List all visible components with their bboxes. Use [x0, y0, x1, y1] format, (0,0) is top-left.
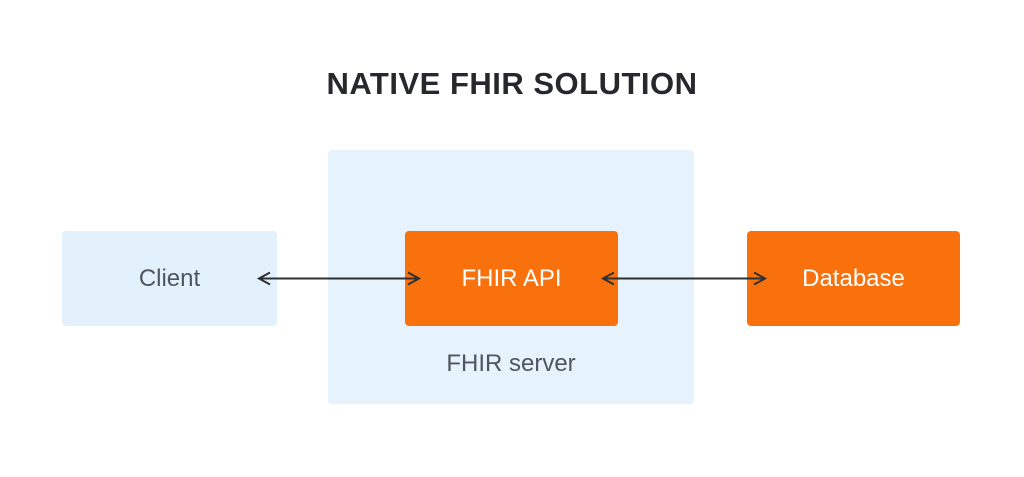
database-node: Database [747, 231, 960, 326]
client-node: Client [62, 231, 277, 326]
database-node-label: Database [802, 264, 905, 292]
fhir-api-node-label: FHIR API [461, 264, 562, 292]
diagram-title: NATIVE FHIR SOLUTION [326, 66, 698, 101]
fhir-server-group-label: FHIR server [446, 350, 576, 377]
fhir-api-node: FHIR API [405, 231, 618, 326]
client-node-label: Client [138, 264, 201, 292]
